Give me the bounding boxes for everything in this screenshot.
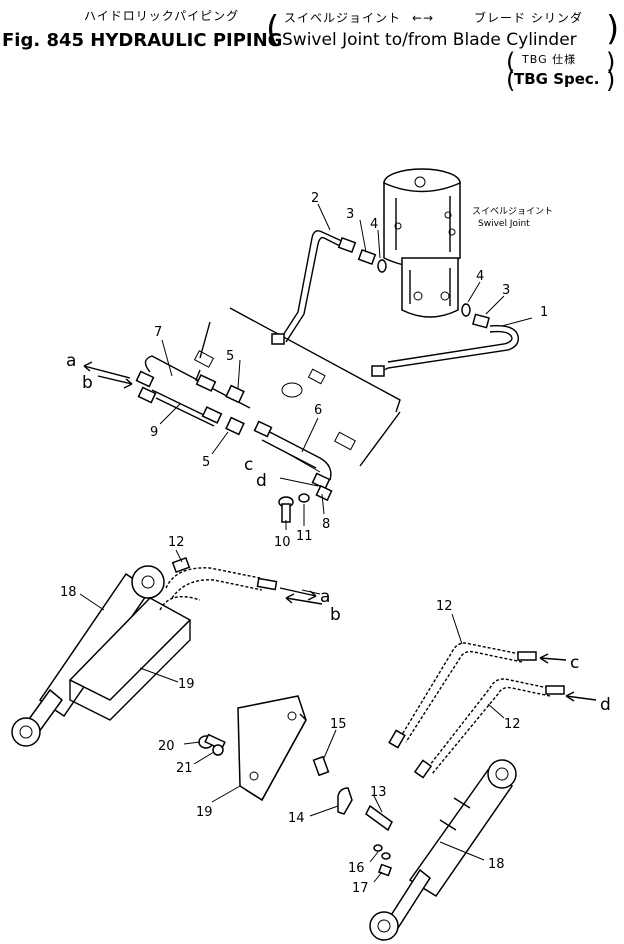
subtitle-en: Swivel Joint to/from Blade Cylinder: [282, 30, 577, 50]
callout-11: 11: [296, 529, 313, 544]
callout-13: 13: [370, 785, 387, 800]
washer-21: [212, 744, 224, 756]
subtitle-jp-blade: ブレード シリンダ: [474, 11, 583, 25]
spec-paren-close-1: ): [606, 48, 616, 76]
callout-21: 21: [176, 761, 193, 776]
subtitle-jp-swivel: スイベルジョイント: [284, 11, 402, 25]
letter-d-lower: d: [600, 695, 611, 715]
oring-16: [373, 844, 391, 860]
spec-paren-close-2: ): [606, 66, 616, 94]
callout-6: 6: [314, 403, 322, 418]
callout-19-lower: 19: [196, 805, 213, 820]
spec-paren-open-2: (: [506, 66, 516, 94]
callout-12-right-top: 12: [436, 599, 453, 614]
elbow-14: [337, 787, 353, 815]
callout-4-upper: 4: [370, 217, 378, 232]
callout-12-left: 12: [168, 535, 185, 550]
letter-a-upper: a: [66, 351, 76, 371]
swivel-joint-label-jp: スイベルジョイント: [472, 207, 553, 217]
callout-9: 9: [150, 425, 158, 440]
frame-plate: [193, 307, 401, 467]
open-paren: (: [266, 9, 280, 49]
callout-19-upper: 19: [178, 677, 195, 692]
callout-15: 15: [330, 717, 347, 732]
callout-5-lower: 5: [202, 455, 210, 470]
fitting-3-4-upper: [357, 248, 387, 273]
letter-c-upper: c: [244, 455, 253, 475]
fitting-15: [312, 755, 330, 777]
spec-paren-open-1: (: [506, 48, 516, 76]
connection-arrows: [83, 361, 597, 702]
bracket-19-lower: [237, 695, 307, 802]
connection-letters: a b c d a b c d: [66, 351, 611, 715]
washer-11: [298, 493, 310, 503]
callout-4-lower: 4: [476, 269, 484, 284]
right-blade-cylinder: [369, 759, 517, 941]
fitting-3-4-lower: [461, 303, 490, 329]
letter-b-lower: b: [330, 605, 341, 625]
letter-b-upper: b: [82, 373, 93, 393]
letter-c-lower: c: [570, 653, 579, 673]
leader-lines: [79, 203, 533, 883]
callout-8: 8: [322, 517, 330, 532]
pipe-2: [271, 230, 357, 345]
callout-1: 1: [540, 305, 548, 320]
swivel-joint-label-en: Swivel Joint: [478, 219, 530, 229]
letter-d-upper: d: [256, 471, 267, 491]
subtitle-jp-arrow: ←→: [412, 11, 435, 25]
bolt-10: [278, 496, 294, 523]
callout-14: 14: [288, 811, 305, 826]
callout-7: 7: [154, 325, 162, 340]
spec-jp: TBG 仕様: [522, 53, 577, 66]
pipe-1: [371, 325, 519, 377]
callout-17: 17: [352, 881, 369, 896]
callout-18-right: 18: [488, 857, 505, 872]
right-hoses-12: [388, 642, 565, 779]
swivel-joint: スイベルジョイント Swivel Joint: [383, 168, 553, 318]
callout-12-right-bottom: 12: [504, 717, 521, 732]
elbow-5: [225, 384, 245, 436]
spec-en: TBG Spec.: [514, 70, 600, 88]
callout-5-upper: 5: [226, 349, 234, 364]
figure-title: Fig. 845 HYDRAULIC PIPING: [2, 30, 283, 51]
title-jp: ハイドロリックパイピング: [84, 9, 240, 23]
hose-6: [253, 420, 333, 502]
close-paren: ): [606, 9, 620, 49]
hose-7-9: [135, 355, 223, 427]
title-block: ハイドロリックパイピング Fig. 845 HYDRAULIC PIPING (…: [0, 0, 624, 100]
callout-18-left: 18: [60, 585, 77, 600]
left-blade-cylinder: [11, 556, 278, 747]
callout-10: 10: [274, 535, 291, 550]
callout-numbers: 1 2 3 4 4 3 5 5 6 7 8 9 10 11 12 12 12 1…: [60, 191, 548, 896]
callout-3-upper: 3: [346, 207, 354, 222]
callout-20: 20: [158, 739, 175, 754]
callout-3-lower: 3: [502, 283, 510, 298]
fitting-13: [365, 804, 393, 832]
letter-a-lower: a: [320, 587, 330, 607]
callout-2: 2: [311, 191, 319, 206]
callout-16: 16: [348, 861, 365, 876]
